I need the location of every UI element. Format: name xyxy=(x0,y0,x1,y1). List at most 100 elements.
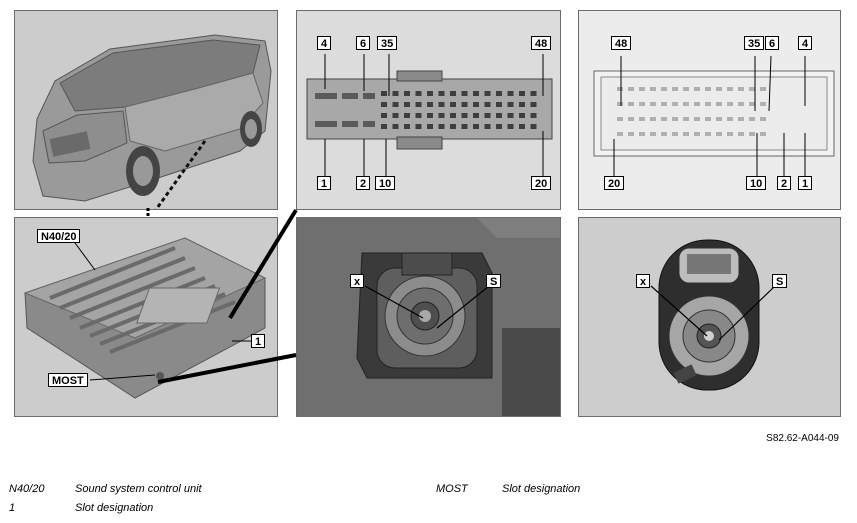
connector-pin xyxy=(381,124,387,129)
connector-pin xyxy=(694,102,700,106)
connector-pin xyxy=(727,87,733,91)
connector-pin xyxy=(530,102,537,107)
connector-pin xyxy=(628,102,634,106)
legend-key-1: 1 xyxy=(9,502,16,514)
connector-pin xyxy=(617,132,623,136)
connector-pin xyxy=(415,113,422,118)
connector-pin xyxy=(639,102,645,106)
rear-pin-label-48: 48 xyxy=(611,36,632,50)
connector-pin xyxy=(507,124,514,129)
connector-pin xyxy=(404,113,410,118)
socket-render-illustration xyxy=(579,218,840,416)
connector-pin xyxy=(738,102,744,106)
connector-pin xyxy=(716,87,722,91)
connector-pin xyxy=(461,113,468,118)
connector-pin xyxy=(427,113,433,118)
connector-pin xyxy=(760,132,766,136)
unit-callout-n40-20: N40/20 xyxy=(37,229,81,243)
front-pin-label-4: 4 xyxy=(317,36,332,50)
connector-pin xyxy=(404,102,410,107)
connector-pin xyxy=(473,113,479,118)
connector-pin xyxy=(392,102,399,107)
connector-pin xyxy=(484,124,491,129)
connector-pin xyxy=(694,87,700,91)
connector-pin xyxy=(661,102,667,106)
connector-pin xyxy=(392,91,399,96)
connector-pin xyxy=(705,102,711,106)
connector-pin xyxy=(450,102,456,107)
connector-pin xyxy=(496,124,502,129)
connector-pin xyxy=(694,117,700,121)
connector-pin xyxy=(749,132,755,136)
front-pin-label-6: 6 xyxy=(356,36,371,50)
socket-photo-illustration xyxy=(297,218,560,416)
connector-pin xyxy=(639,132,645,136)
connector-pin xyxy=(738,87,744,91)
connector-pin xyxy=(705,117,711,121)
connector-pin xyxy=(415,102,422,107)
render-callout-s: S xyxy=(772,274,788,288)
connector-pin xyxy=(672,87,678,91)
vehicle-illustration xyxy=(15,11,277,209)
connector-pin xyxy=(519,124,525,129)
connector-pin xyxy=(507,113,514,118)
connector-pin xyxy=(683,117,689,121)
connector-pin xyxy=(738,132,744,136)
connector-pin xyxy=(450,91,456,96)
front-pin-label-20: 20 xyxy=(531,176,552,190)
connector-pin xyxy=(530,113,537,118)
connector-pin xyxy=(650,117,656,121)
photo-callout-x: x xyxy=(350,274,365,288)
connector-pin xyxy=(749,102,755,106)
connector-pin xyxy=(438,113,445,118)
connector-pin xyxy=(727,117,733,121)
connector-pin xyxy=(683,87,689,91)
connector-pin xyxy=(650,132,656,136)
connector-pin xyxy=(650,87,656,91)
connector-pin xyxy=(392,113,399,118)
unit-callout-1: 1 xyxy=(251,334,266,348)
front-pin-label-1: 1 xyxy=(317,176,332,190)
connector-pin xyxy=(450,113,456,118)
connector-pin xyxy=(415,91,422,96)
connector-front-illustration xyxy=(297,11,560,209)
connector-pin xyxy=(760,117,766,121)
figure-reference: S82.62-A044-09 xyxy=(766,433,839,444)
connector-pin xyxy=(530,91,537,96)
connector-pin xyxy=(438,102,445,107)
connector-pin xyxy=(683,102,689,106)
connector-front-panel: 4 6 35 48 1 2 10 20 xyxy=(296,10,561,210)
legend-key-n40-20: N40/20 xyxy=(9,483,45,495)
connector-pin xyxy=(628,132,634,136)
rear-pin-label-10: 10 xyxy=(746,176,767,190)
connector-pin xyxy=(650,102,656,106)
unit-callout-most: MOST xyxy=(48,373,88,387)
connector-pin xyxy=(738,117,744,121)
connector-pin xyxy=(705,87,711,91)
connector-pin xyxy=(716,132,722,136)
connector-pin xyxy=(484,102,491,107)
connector-pin xyxy=(749,117,755,121)
connector-pin xyxy=(461,91,468,96)
connector-pin xyxy=(617,117,623,121)
connector-pin xyxy=(672,102,678,106)
rear-pin-label-20: 20 xyxy=(604,176,625,190)
connector-pin xyxy=(404,124,410,129)
vehicle-panel xyxy=(14,10,278,210)
render-callout-x: x xyxy=(636,274,651,288)
connector-pin xyxy=(438,124,445,129)
connector-pin xyxy=(461,102,468,107)
connector-pin xyxy=(628,117,634,121)
connector-pin xyxy=(381,91,387,96)
connector-pin xyxy=(484,91,491,96)
connector-pin xyxy=(694,132,700,136)
connector-pin xyxy=(438,91,445,96)
front-pin-label-35: 35 xyxy=(377,36,398,50)
connector-pin xyxy=(727,102,733,106)
connector-pin xyxy=(760,102,766,106)
rear-pin-label-6: 6 xyxy=(765,36,780,50)
socket-render-panel: x S xyxy=(578,217,841,417)
connector-pin xyxy=(617,87,623,91)
connector-pin xyxy=(415,124,422,129)
legend-value-n40-20: Sound system control unit xyxy=(75,483,202,495)
